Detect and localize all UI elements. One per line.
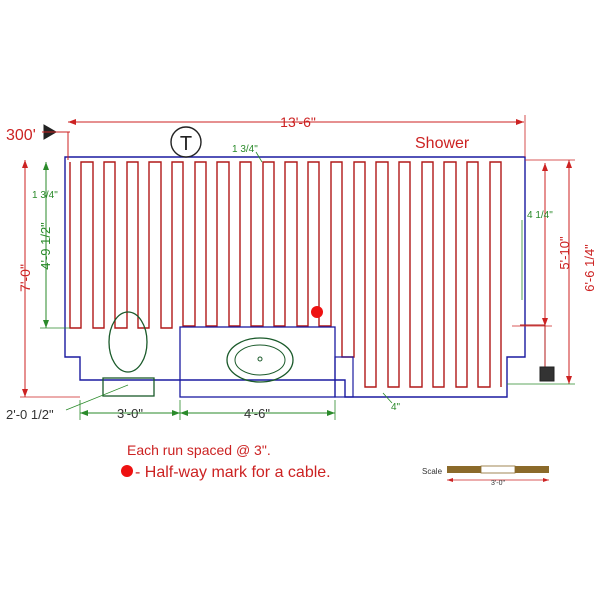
toilet-offset-label: 2'-0 1/2" xyxy=(6,407,54,422)
scale-bar-right xyxy=(515,466,549,473)
right-gap-label: 4 1/4" xyxy=(527,210,553,221)
left-run-arrow-bottom xyxy=(43,320,49,328)
top-gap-leader xyxy=(255,151,263,163)
right-height-arrow-bottom xyxy=(566,376,572,384)
toilet-offset-leader xyxy=(65,384,129,411)
left-gap-label: 1 3/4" xyxy=(32,190,58,201)
toilet-bowl xyxy=(108,311,148,373)
sink-basin-outer xyxy=(226,337,294,383)
bottom-dim-arrow-1 xyxy=(80,410,88,416)
right-height-arrow-top xyxy=(566,160,572,168)
right-run-arrow-bottom xyxy=(542,318,548,326)
overall-height-arrow-bottom xyxy=(22,389,28,397)
overall-height-arrow-top xyxy=(22,160,28,168)
right-run-arrow-top xyxy=(542,163,548,171)
halfway-legend-dot xyxy=(121,465,133,477)
connection-box-icon xyxy=(539,366,555,382)
left-run-label: 4'-9 1/2" xyxy=(38,222,53,270)
connection-wire xyxy=(520,324,546,367)
thermostat-circle xyxy=(170,126,202,158)
toilet-tank xyxy=(102,377,155,397)
spacing-note: Each run spaced @ 3". xyxy=(127,442,271,458)
shower-label: Shower xyxy=(415,135,470,152)
overall-height-label: 7'-0" xyxy=(17,264,33,292)
right-run-label: 5'-10" xyxy=(557,236,572,270)
bottom-gap-label: 4" xyxy=(391,402,401,413)
right-height-label: 6'-6 1/4" xyxy=(582,244,597,292)
overall-width-label: 13'-6" xyxy=(280,114,316,130)
scale-value-label: 3'-0" xyxy=(491,480,505,487)
halfway-mark-dot xyxy=(311,306,323,318)
top-dim-arrow-left xyxy=(68,119,76,125)
vanity-width-label: 4'-6" xyxy=(244,406,270,421)
vanity-notch xyxy=(334,356,354,398)
bottom-dim-arrow-3 xyxy=(180,410,188,416)
toilet-width-label: 3'-0" xyxy=(117,406,143,421)
bottom-gap-leader xyxy=(382,392,393,404)
scale-bar-left xyxy=(447,466,481,473)
scale-bar-middle xyxy=(480,465,516,474)
thermostat-label: T xyxy=(180,133,192,155)
halfway-note: - Half-way mark for a cable. xyxy=(135,464,331,481)
sink-basin-inner xyxy=(234,344,286,376)
source-length-label: 300' xyxy=(6,127,36,144)
sink-drain xyxy=(257,356,263,362)
bottom-dim-arrow-4 xyxy=(327,410,335,416)
scale-dim-arrow-left xyxy=(447,478,453,482)
bottom-dim-arrow-2 xyxy=(172,410,180,416)
scale-dim-arrow-right xyxy=(543,478,549,482)
heating-cable-path xyxy=(69,161,502,388)
top-gap-label: 1 3/4" xyxy=(232,144,258,155)
scale-label: Scale xyxy=(422,467,443,476)
left-run-arrow-top xyxy=(43,162,49,170)
top-dim-arrow-right xyxy=(516,119,524,125)
